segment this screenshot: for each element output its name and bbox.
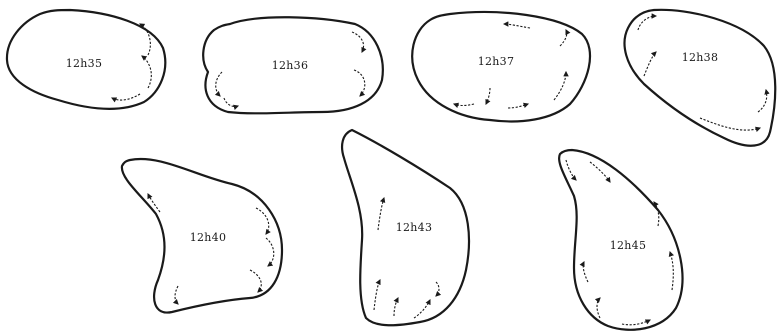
amoeba-shape-12h36: 12h36 bbox=[203, 17, 383, 113]
panel-time-label: 12h38 bbox=[682, 51, 719, 64]
panel-time-label: 12h37 bbox=[478, 55, 515, 68]
panel-time-label: 12h43 bbox=[396, 221, 433, 234]
panel-time-label: 12h35 bbox=[66, 57, 103, 70]
amoeba-shape-12h35: 12h35 bbox=[7, 10, 165, 109]
amoeba-shape-12h45: 12h45 bbox=[559, 150, 682, 330]
amoeba-shape-12h37: 12h37 bbox=[412, 12, 590, 121]
panel-time-label: 12h36 bbox=[272, 59, 309, 72]
panel-time-label: 12h40 bbox=[190, 231, 227, 244]
amoeba-shape-12h43: 12h43 bbox=[342, 130, 469, 325]
amoeba-shape-12h38: 12h38 bbox=[625, 10, 776, 146]
amoeba-shape-12h40: 12h40 bbox=[122, 159, 282, 313]
panel-time-label: 12h45 bbox=[610, 239, 647, 252]
